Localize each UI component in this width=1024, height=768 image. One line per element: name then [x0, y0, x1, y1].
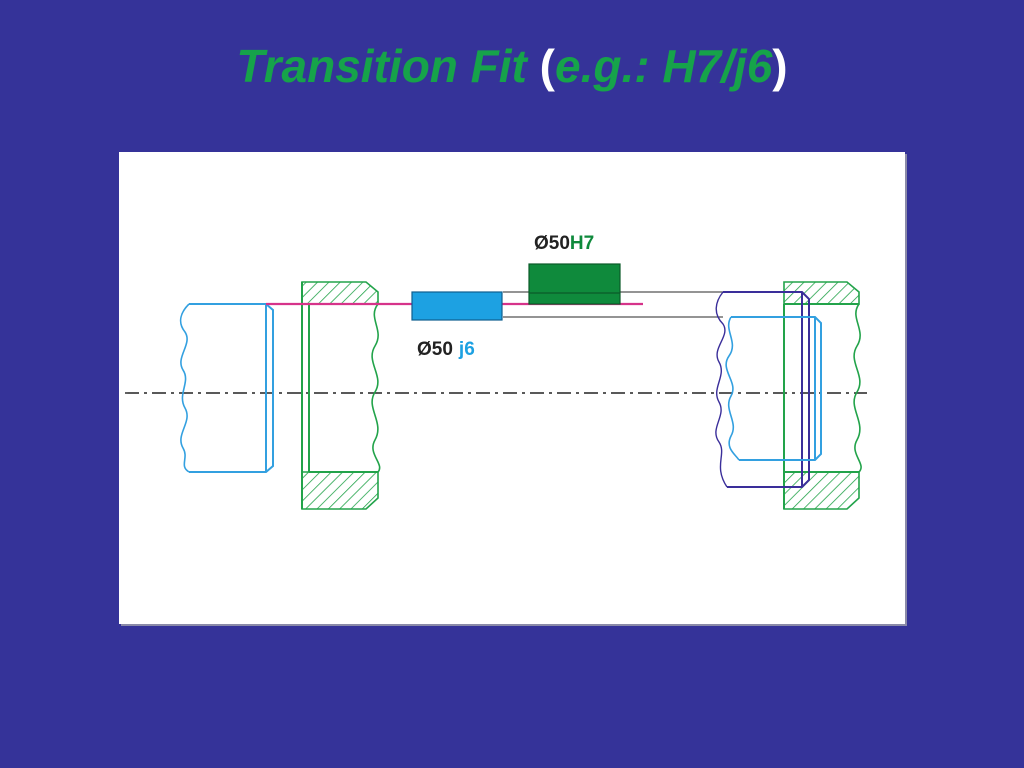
- hole-tolerance-label: Ø50H7: [534, 233, 594, 254]
- title-paren-open: (: [539, 40, 555, 92]
- shaft-tolerance-zone: [411, 291, 503, 321]
- title-example: e.g.: H7/j6: [554, 40, 773, 92]
- shaft-label-grade: j6: [458, 339, 475, 360]
- hole-label-grade: H7: [570, 233, 594, 254]
- right-mating-part: [715, 291, 810, 488]
- left-shaft: [179, 303, 274, 473]
- left-housing: [301, 281, 381, 510]
- title-paren-close: ): [772, 40, 788, 92]
- page-title: Transition Fit (e.g.: H7/j6): [0, 38, 1024, 94]
- hole-label-prefix: Ø50: [534, 233, 570, 254]
- right-shaft: [725, 316, 822, 461]
- hole-tolerance-zone: [528, 263, 621, 305]
- title-main: Transition Fit: [236, 40, 527, 92]
- shaft-label-prefix: Ø50: [417, 339, 453, 360]
